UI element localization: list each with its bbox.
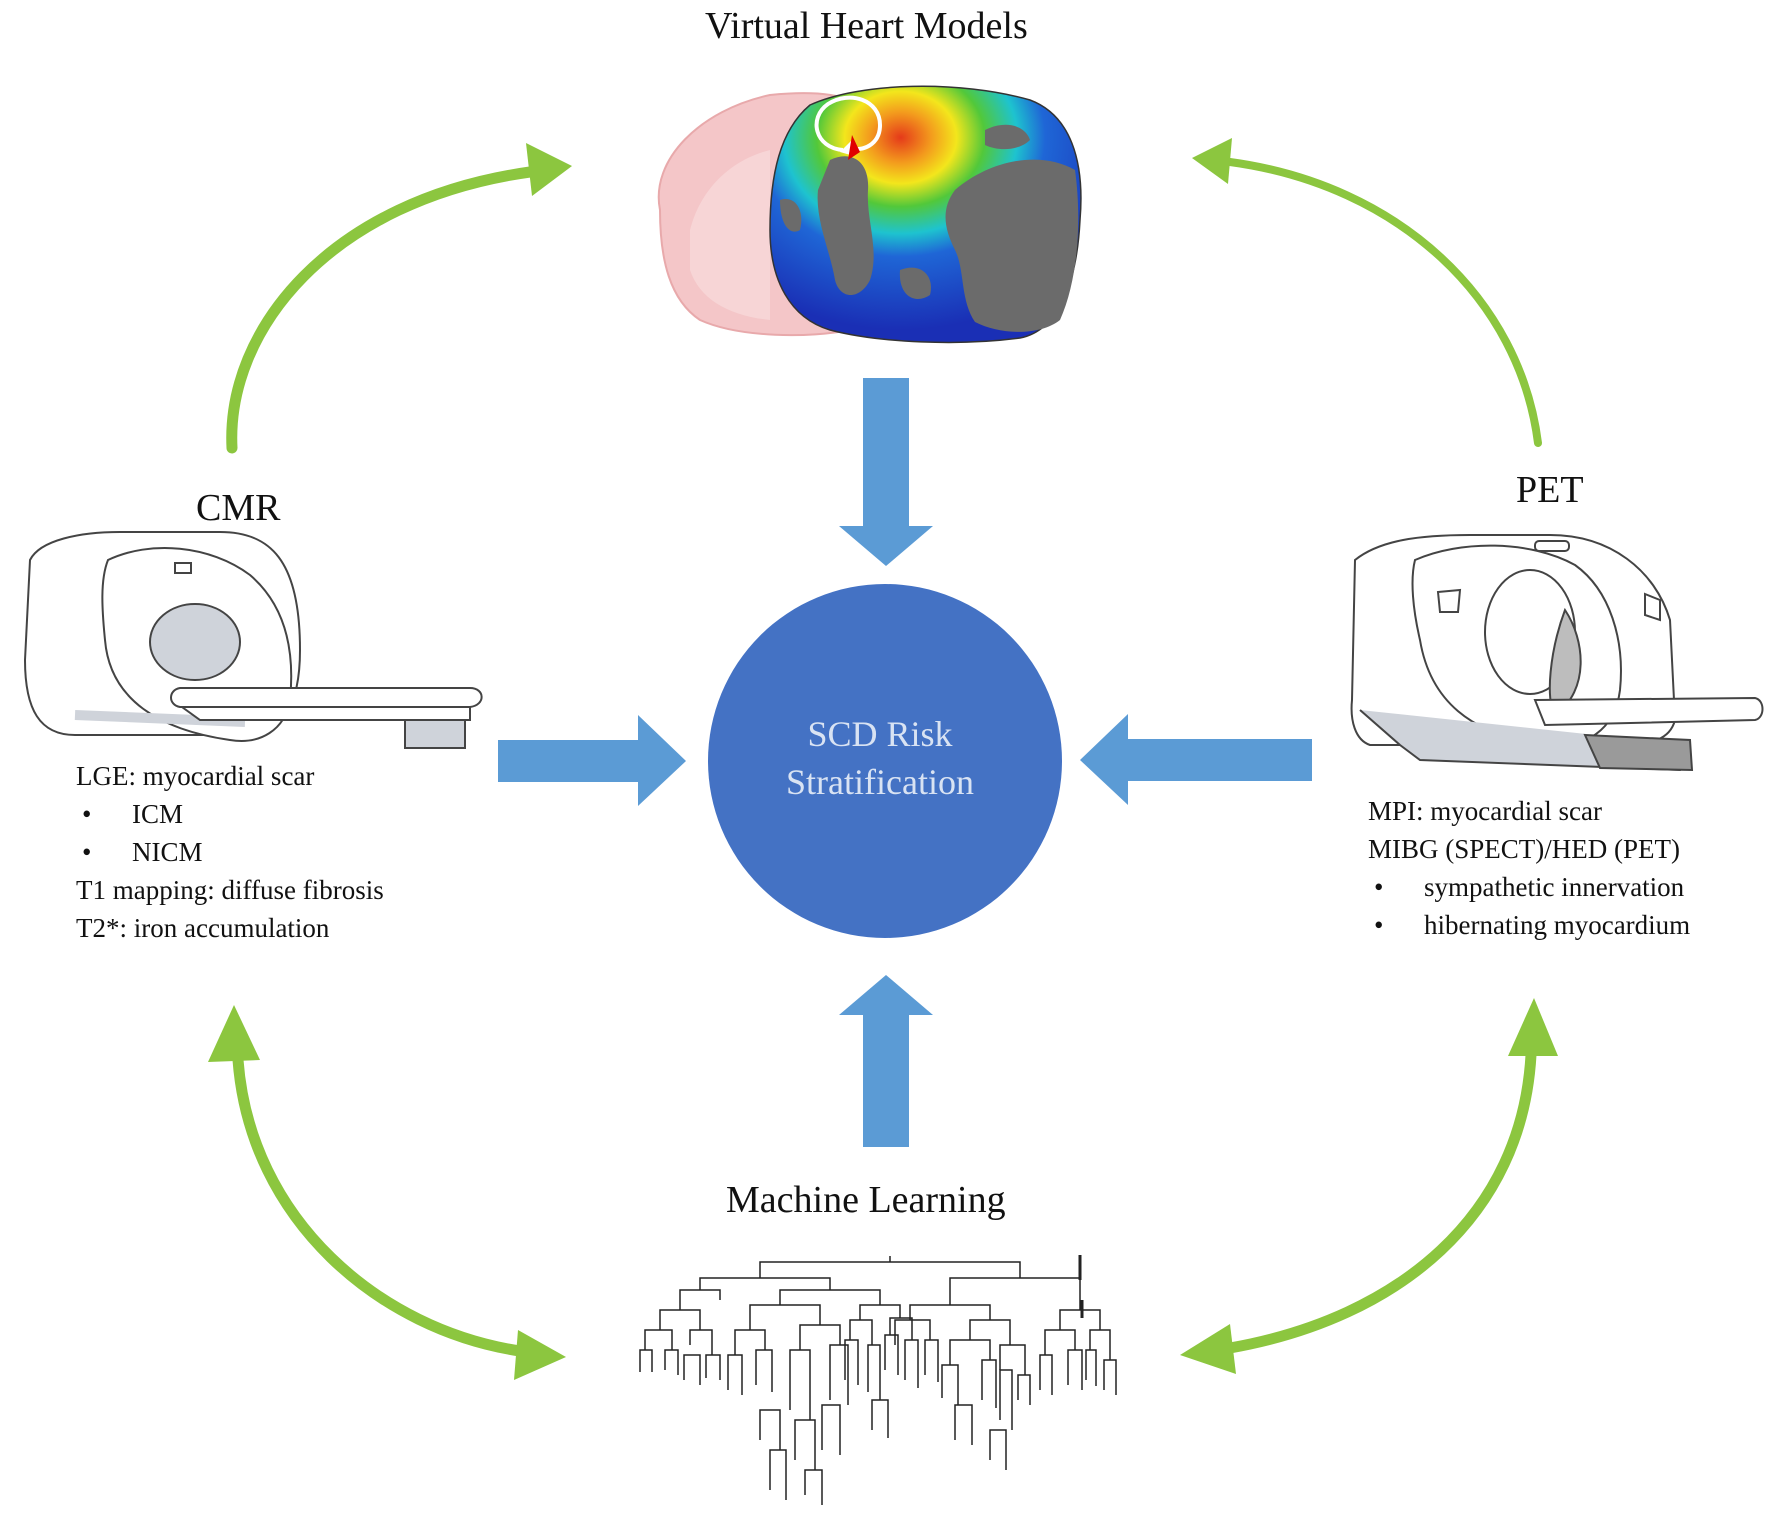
pet-info-line-text: MIBG (SPECT)/HED (PET) <box>1368 834 1680 864</box>
mri-scanner-icon <box>23 531 483 749</box>
pet-title: PET <box>1516 469 1584 511</box>
pet-info-line-text: MPI: myocardial scar <box>1368 796 1602 826</box>
bullet-icon: • <box>82 799 92 829</box>
pet-info-line-text: hibernating myocardium <box>1424 910 1691 940</box>
cmr-info-line: • ICM <box>76 795 384 833</box>
green-arrow-cmr-machine-learning <box>208 1005 566 1380</box>
pet-info-line: MIBG (SPECT)/HED (PET) <box>1368 830 1690 868</box>
pet-info-line: MPI: myocardial scar <box>1368 792 1690 830</box>
cmr-info-line-text: T2*: iron accumulation <box>76 913 330 943</box>
cmr-info-line: LGE: myocardial scar <box>76 757 384 795</box>
heart-model-icon <box>657 85 1082 344</box>
green-arrow-cmr-to-virtual-heart <box>226 143 572 454</box>
cmr-description: LGE: myocardial scar • ICM • NICM T1 mapping:… <box>76 757 384 947</box>
bullet-icon: • <box>82 837 92 867</box>
pet-scanner-icon <box>1350 534 1764 772</box>
virtual-heart-models-title: Virtual Heart Models <box>705 5 1028 47</box>
green-arrow-pet-machine-learning <box>1180 998 1558 1374</box>
blue-arrow-from-top <box>839 378 933 566</box>
cmr-title: CMR <box>196 487 281 529</box>
blue-arrow-from-right <box>1080 714 1312 805</box>
scd-risk-circle <box>708 584 1062 938</box>
pet-info-line-text: sympathetic innervation <box>1424 872 1685 902</box>
machine-learning-title: Machine Learning <box>726 1179 1006 1221</box>
cmr-info-line: T1 mapping: diffuse fibrosis <box>76 871 384 909</box>
cmr-info-line: • NICM <box>76 833 384 871</box>
scd-risk-label: SCD Risk Stratification <box>705 710 1055 806</box>
cmr-info-line-text: T1 mapping: diffuse fibrosis <box>76 875 384 905</box>
cmr-info-line-text: ICM <box>132 799 184 829</box>
blue-arrow-from-bottom <box>839 975 933 1147</box>
scd-risk-line2: Stratification <box>786 762 974 802</box>
bullet-icon: • <box>1374 910 1384 940</box>
blue-arrow-from-left <box>498 715 686 806</box>
bullet-icon: • <box>1374 872 1384 902</box>
scd-risk-line1: SCD Risk <box>807 714 953 754</box>
green-arrow-pet-to-virtual-heart <box>1192 138 1542 447</box>
cmr-info-line-text: LGE: myocardial scar <box>76 761 315 791</box>
cmr-info-line: T2*: iron accumulation <box>76 909 384 947</box>
pet-info-line: • hibernating myocardium <box>1368 906 1690 944</box>
pet-info-line: • sympathetic innervation <box>1368 868 1690 906</box>
cmr-info-line-text: NICM <box>132 837 203 867</box>
dendrogram-icon <box>639 1255 1117 1505</box>
